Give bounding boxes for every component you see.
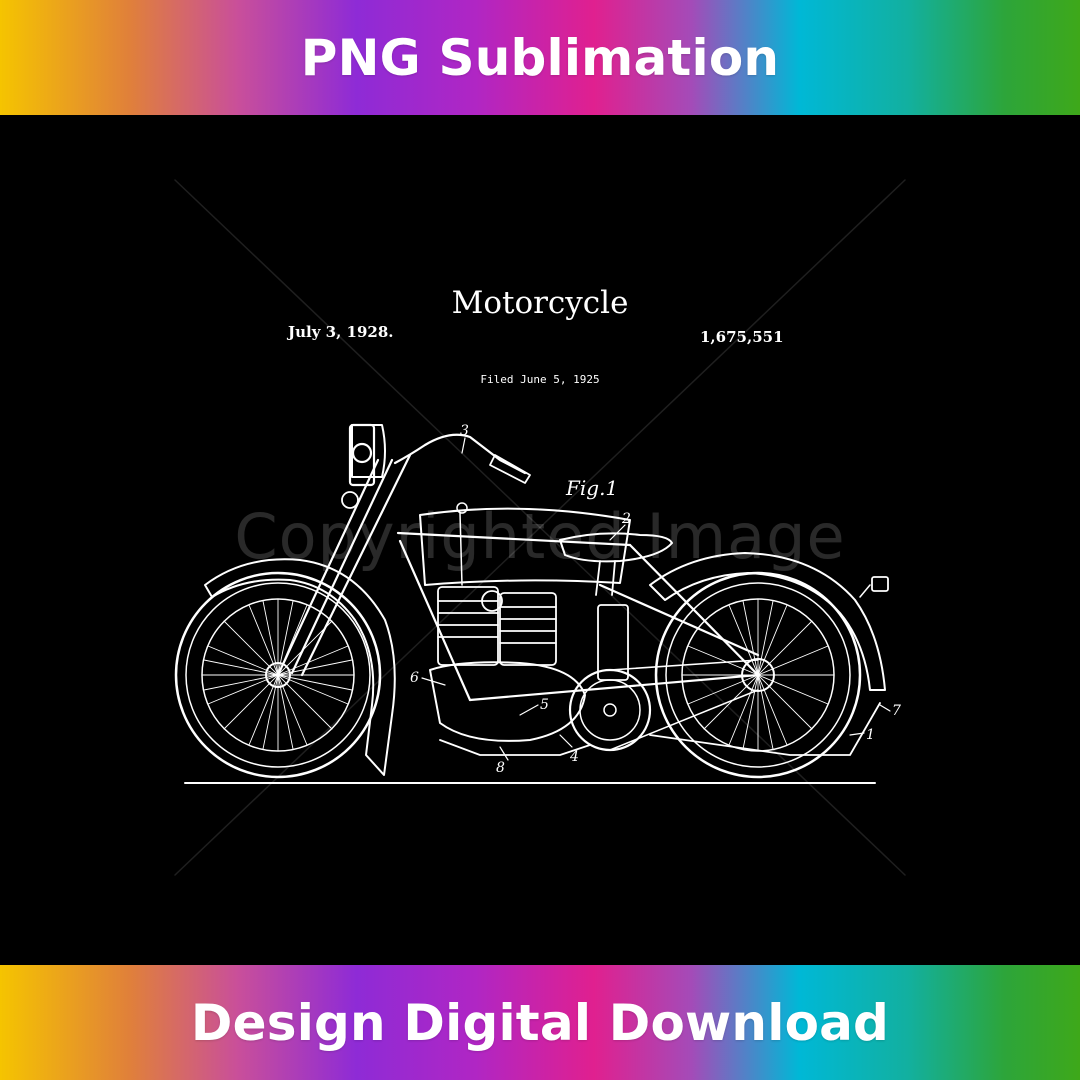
- top-banner: PNG Sublimation: [0, 0, 1080, 115]
- ref-numeral: 3: [460, 423, 469, 439]
- frame: [396, 531, 760, 702]
- patent-date: July 3, 1928.: [288, 323, 394, 341]
- rear-fender: [649, 552, 886, 691]
- watermark-cross-line: [174, 179, 906, 876]
- front-fender: [204, 558, 396, 776]
- patent-artwork: 3 2 6 5 8 4 1 7 Fig.1 Motorcycle July 3,…: [0, 115, 1080, 965]
- engine: [437, 586, 629, 681]
- tail-light: [871, 576, 889, 592]
- patent-title: Motorcycle: [451, 285, 629, 321]
- ref-numeral: 4: [569, 749, 579, 765]
- ref-numeral: 8: [496, 760, 505, 776]
- ref-numeral: 7: [892, 703, 901, 719]
- handlebar-grip: [489, 454, 531, 484]
- handlebar: [393, 433, 527, 475]
- bottom-banner: Design Digital Download: [0, 965, 1080, 1080]
- crankcase: [429, 661, 586, 742]
- ref-numeral: 2: [621, 511, 631, 527]
- patent-filed-date: Filed June 5, 1925: [480, 373, 600, 386]
- headlight: [351, 424, 386, 478]
- fuel-tank: [419, 507, 631, 586]
- exhaust-pipe: [439, 739, 591, 756]
- ref-numeral: 5: [540, 697, 549, 713]
- seat: [559, 532, 673, 563]
- stand: [649, 702, 881, 756]
- chain: [609, 659, 759, 671]
- watermark-cross-line: [174, 179, 906, 876]
- figure-label: Fig.1: [565, 476, 618, 500]
- ref-numeral: 1: [866, 727, 875, 743]
- reference-leaders: [421, 437, 891, 761]
- top-banner-text: PNG Sublimation: [300, 28, 780, 87]
- motorcycle-drawing: 3 2 6 5 8 4 1 7 Fig.1: [174, 179, 906, 876]
- ref-numeral: 6: [410, 670, 419, 686]
- bottom-banner-text: Design Digital Download: [190, 993, 890, 1052]
- patent-number: 1,675,551: [700, 328, 784, 346]
- horn: [341, 491, 359, 509]
- front-fork: [276, 423, 412, 677]
- watermark-text: Copyrighted Image: [234, 500, 846, 573]
